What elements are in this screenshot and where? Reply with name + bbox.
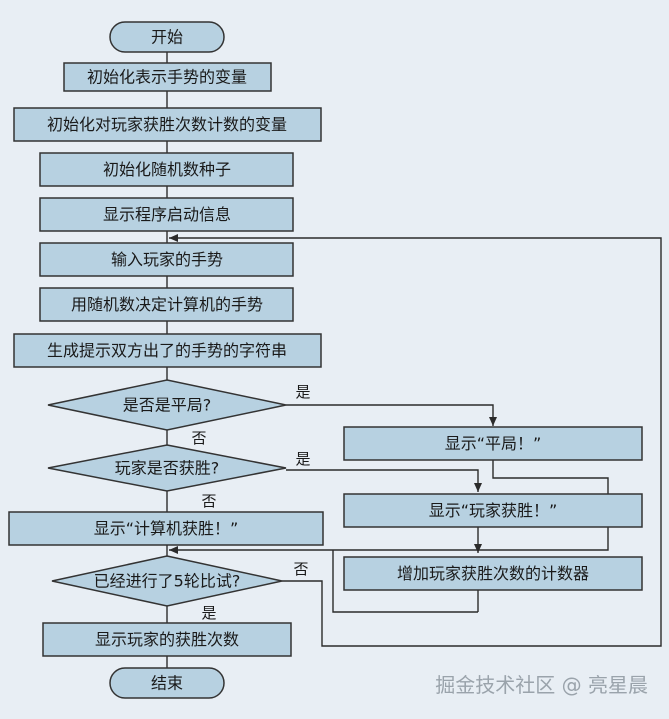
edge-label-rounds-no: 否 [293, 560, 308, 578]
node-increment-counter-label: 增加玩家获胜次数的计数器 [397, 564, 589, 583]
edge-draw-yes [286, 404, 497, 426]
node-computer-gesture: 用随机数决定计算机的手势 [39, 287, 294, 322]
node-init-gesture: 初始化表示手势的变量 [63, 62, 272, 92]
node-computer-gesture-label: 用随机数决定计算机的手势 [71, 295, 263, 314]
node-show-win-count: 显示玩家的获胜次数 [42, 622, 292, 657]
node-show-win-count-label: 显示玩家的获胜次数 [95, 630, 239, 649]
node-show-draw: 显示“平局！” [343, 426, 643, 461]
node-increment-counter: 增加玩家获胜次数的计数器 [343, 556, 643, 591]
node-input-gesture: 输入玩家的手势 [39, 242, 294, 277]
edge-label-win-no: 否 [201, 492, 216, 510]
edge-win-yes [286, 469, 482, 492]
edge-win-merge [332, 550, 478, 613]
edge-rounds-no-loop [169, 234, 662, 647]
watermark: 掘金技术社区 @ 亮星晨 [435, 673, 648, 697]
edge-draw-merge [169, 460, 609, 554]
node-init-counter: 初始化对玩家获胜次数计数的变量 [13, 107, 322, 142]
node-end: 结束 [109, 667, 225, 699]
node-show-player-win-label: 显示“玩家获胜！” [429, 501, 558, 520]
decision-is-draw-label: 是否是平局? [123, 396, 212, 415]
node-show-start: 显示程序启动信息 [39, 197, 294, 232]
decision-is-draw: 是否是平局? [47, 379, 287, 431]
decision-five-rounds-label: 已经进行了5轮比试? [94, 572, 241, 591]
node-start-label: 开始 [151, 28, 183, 47]
decision-five-rounds: 已经进行了5轮比试? [51, 555, 283, 607]
node-init-seed: 初始化随机数种子 [39, 152, 294, 187]
node-init-seed-label: 初始化随机数种子 [103, 160, 231, 179]
node-start: 开始 [109, 21, 225, 53]
decision-player-win-label: 玩家是否获胜? [115, 459, 220, 478]
edge-label-win-yes: 是 [295, 450, 310, 468]
node-show-player-win: 显示“玩家获胜！” [343, 493, 643, 528]
node-show-start-label: 显示程序启动信息 [103, 205, 231, 224]
connectors [166, 52, 662, 668]
edge-label-rounds-yes: 是 [201, 604, 216, 622]
node-show-computer-win: 显示“计算机获胜！” [8, 511, 324, 546]
node-show-computer-win-label: 显示“计算机获胜！” [94, 519, 239, 538]
node-end-label: 结束 [151, 674, 183, 693]
edge-label-draw-yes: 是 [295, 383, 310, 401]
edge-label-draw-no: 否 [191, 429, 206, 447]
node-show-draw-label: 显示“平局！” [445, 434, 542, 453]
node-make-string: 生成提示双方出了的手势的字符串 [13, 333, 322, 368]
node-init-counter-label: 初始化对玩家获胜次数计数的变量 [47, 115, 287, 134]
node-input-gesture-label: 输入玩家的手势 [111, 250, 223, 269]
node-init-gesture-label: 初始化表示手势的变量 [87, 68, 247, 87]
decision-player-win: 玩家是否获胜? [47, 444, 287, 492]
node-make-string-label: 生成提示双方出了的手势的字符串 [47, 341, 287, 360]
